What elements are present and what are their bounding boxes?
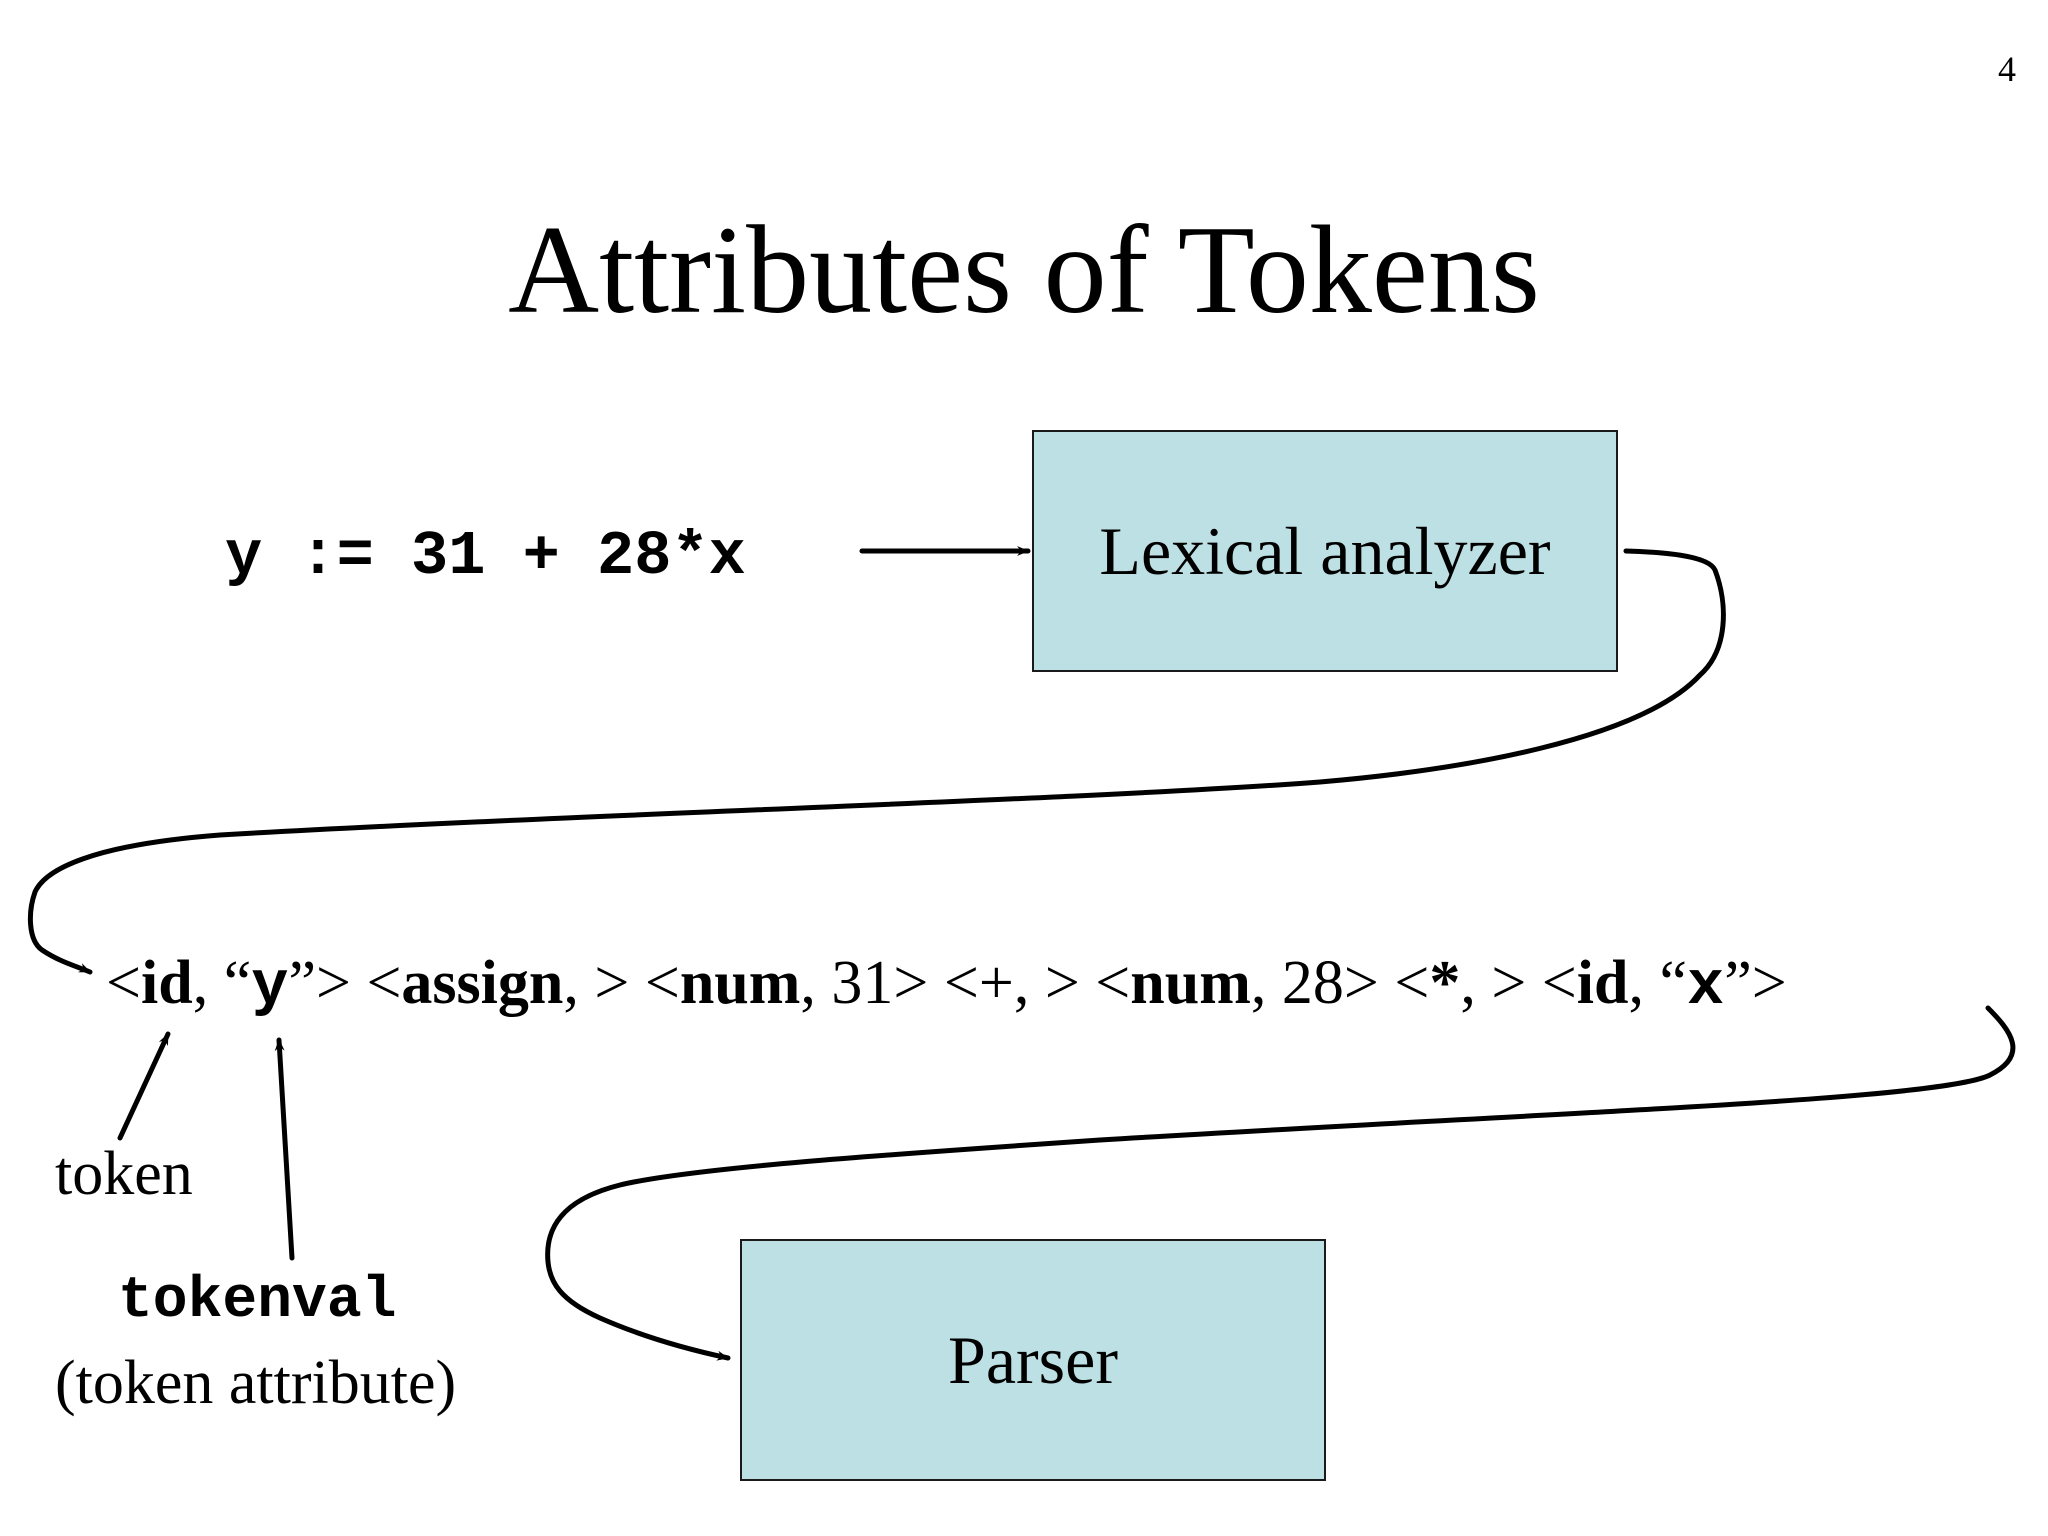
lexer-to-tokens-curve <box>27 548 1726 975</box>
token-times: <*, > <box>1378 949 1527 1017</box>
token-id-x: <id, “x”> <box>1526 949 1787 1022</box>
token-plus: <+, > <box>928 949 1080 1017</box>
lexical-analyzer-box: Lexical analyzer <box>1032 430 1618 672</box>
token-pointer-arrow <box>117 1031 171 1141</box>
slide-title: Attributes of Tokens <box>508 201 1540 340</box>
tokenval-pointer-arrow <box>274 1037 295 1261</box>
token-label: token <box>55 1140 193 1208</box>
source-statement: y := 31 + 28*x <box>225 521 746 592</box>
page-number: 4 <box>1998 49 2016 89</box>
token-stream: <id, “y”> <assign, > <num, 31> <+, > <nu… <box>106 952 1787 1018</box>
tokenval-label: tokenval <box>118 1269 397 1334</box>
tokens-to-parser-curve <box>545 1005 2016 1361</box>
parser-label: Parser <box>948 1321 1118 1398</box>
token-id-y: <id, “y”> <box>106 949 351 1022</box>
token-assign: <assign, > <box>350 949 630 1017</box>
lexical-analyzer-label: Lexical analyzer <box>1099 512 1551 589</box>
token-num-31: <num, 31> <box>629 949 929 1017</box>
token-attribute-label: (token attribute) <box>55 1349 457 1417</box>
parser-box: Parser <box>740 1239 1326 1481</box>
token-num-28: <num, 28> <box>1079 949 1379 1017</box>
